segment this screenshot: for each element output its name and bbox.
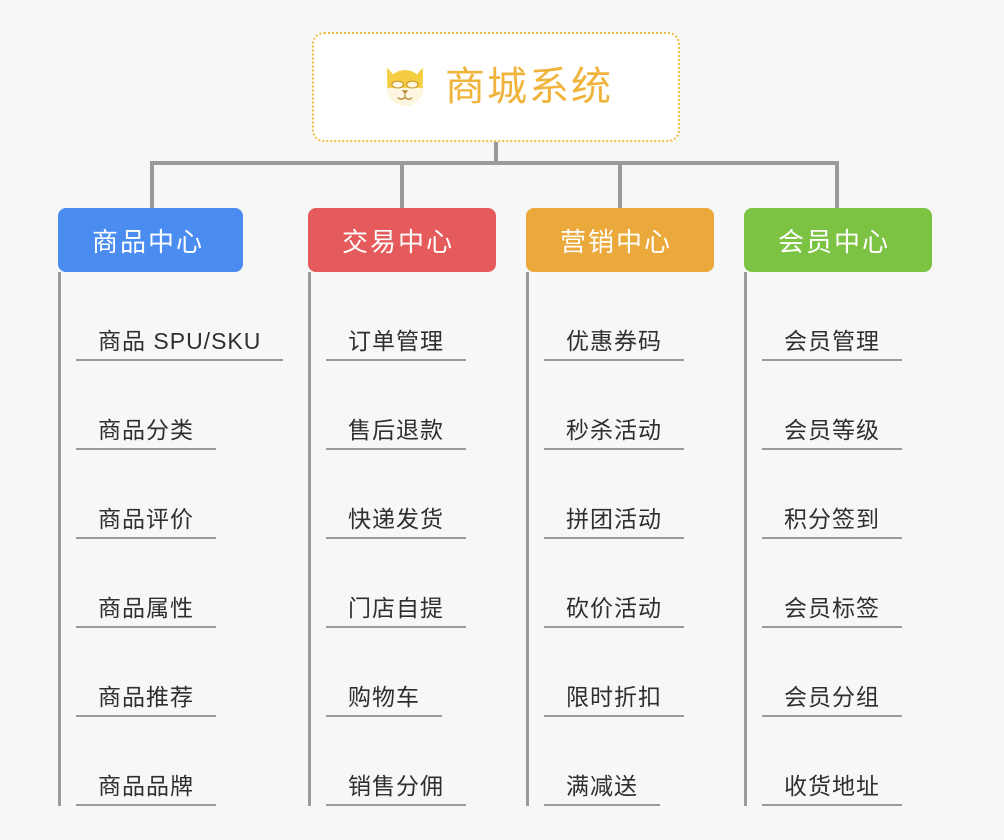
- branch-label-1: 商品中心: [92, 226, 205, 257]
- leaf-label: 商品推荐: [76, 685, 216, 717]
- leaf-label: 门店自提: [326, 596, 466, 628]
- branch-column-4: 会员中心 会员管理 会员等级 积分签到 会员标签 会员分组 收货地址: [744, 208, 980, 806]
- branch-column-3: 营销中心 优惠券码 秒杀活动 拼团活动 砍价活动 限时折扣 满减送: [526, 208, 762, 806]
- connector-drop-4: [835, 161, 839, 208]
- list-item[interactable]: 优惠券码: [544, 272, 762, 361]
- list-item[interactable]: 商品推荐: [76, 628, 294, 717]
- leaf-label: 会员标签: [762, 596, 902, 628]
- branch-header-3[interactable]: 营销中心: [526, 208, 714, 272]
- leaf-label: 限时折扣: [544, 685, 684, 717]
- leaf-label: 满减送: [544, 774, 660, 806]
- list-item[interactable]: 商品属性: [76, 539, 294, 628]
- leaf-label: 优惠券码: [544, 329, 684, 361]
- list-item[interactable]: 商品评价: [76, 450, 294, 539]
- list-item[interactable]: 快递发货: [326, 450, 544, 539]
- leaf-label: 收货地址: [762, 774, 902, 806]
- list-item[interactable]: 商品品牌: [76, 717, 294, 806]
- connector-drop-1: [150, 161, 154, 208]
- leaf-label: 会员等级: [762, 418, 902, 450]
- list-item[interactable]: 满减送: [544, 717, 762, 806]
- leaf-label: 订单管理: [326, 329, 466, 361]
- leaf-label: 商品评价: [76, 507, 216, 539]
- list-item[interactable]: 商品分类: [76, 361, 294, 450]
- root-node[interactable]: 商城系统: [312, 32, 680, 142]
- list-item[interactable]: 商品 SPU/SKU: [76, 272, 294, 361]
- leaf-label: 商品属性: [76, 596, 216, 628]
- list-item[interactable]: 拼团活动: [544, 450, 762, 539]
- leaf-label: 秒杀活动: [544, 418, 684, 450]
- list-item[interactable]: 会员管理: [762, 272, 980, 361]
- list-item[interactable]: 购物车: [326, 628, 544, 717]
- list-item[interactable]: 订单管理: [326, 272, 544, 361]
- branch-header-1[interactable]: 商品中心: [58, 208, 243, 272]
- leaf-label: 购物车: [326, 685, 442, 717]
- leaf-label: 商品 SPU/SKU: [76, 329, 284, 361]
- leaf-label: 会员管理: [762, 329, 902, 361]
- connector-drop-2: [400, 161, 404, 208]
- branch-column-2: 交易中心 订单管理 售后退款 快递发货 门店自提 购物车 销售分佣: [308, 208, 544, 806]
- list-item[interactable]: 会员标签: [762, 539, 980, 628]
- branch-column-1: 商品中心 商品 SPU/SKU 商品分类 商品评价 商品属性 商品推荐 商品品牌: [58, 208, 294, 806]
- leaf-label: 积分签到: [762, 507, 902, 539]
- branch-label-4: 会员中心: [778, 226, 891, 257]
- leaf-label: 会员分组: [762, 685, 902, 717]
- list-item[interactable]: 秒杀活动: [544, 361, 762, 450]
- branch-header-4[interactable]: 会员中心: [744, 208, 932, 272]
- branch-label-3: 营销中心: [560, 226, 673, 257]
- branch-items-2: 订单管理 售后退款 快递发货 门店自提 购物车 销售分佣: [308, 272, 544, 806]
- branch-items-4: 会员管理 会员等级 积分签到 会员标签 会员分组 收货地址: [744, 272, 980, 806]
- connector-horizontal-bus: [150, 161, 839, 165]
- list-item[interactable]: 收货地址: [762, 717, 980, 806]
- leaf-label: 商品分类: [76, 418, 216, 450]
- branch-label-2: 交易中心: [342, 226, 455, 257]
- leaf-label: 商品品牌: [76, 774, 216, 806]
- branch-items-3: 优惠券码 秒杀活动 拼团活动 砍价活动 限时折扣 满减送: [526, 272, 762, 806]
- branch-items-1: 商品 SPU/SKU 商品分类 商品评价 商品属性 商品推荐 商品品牌: [58, 272, 294, 806]
- branch-header-2[interactable]: 交易中心: [308, 208, 496, 272]
- connector-drop-3: [618, 161, 622, 208]
- leaf-label: 快递发货: [326, 507, 466, 539]
- dog-face-icon: [387, 67, 423, 106]
- connector-root-stem: [494, 142, 498, 163]
- list-item[interactable]: 门店自提: [326, 539, 544, 628]
- list-item[interactable]: 限时折扣: [544, 628, 762, 717]
- root-title: 商城系统: [445, 65, 613, 109]
- list-item[interactable]: 会员等级: [762, 361, 980, 450]
- leaf-label: 砍价活动: [544, 596, 684, 628]
- list-item[interactable]: 售后退款: [326, 361, 544, 450]
- leaf-label: 售后退款: [326, 418, 466, 450]
- list-item[interactable]: 销售分佣: [326, 717, 544, 806]
- leaf-label: 拼团活动: [544, 507, 684, 539]
- list-item[interactable]: 积分签到: [762, 450, 980, 539]
- list-item[interactable]: 会员分组: [762, 628, 980, 717]
- leaf-label: 销售分佣: [326, 774, 466, 806]
- list-item[interactable]: 砍价活动: [544, 539, 762, 628]
